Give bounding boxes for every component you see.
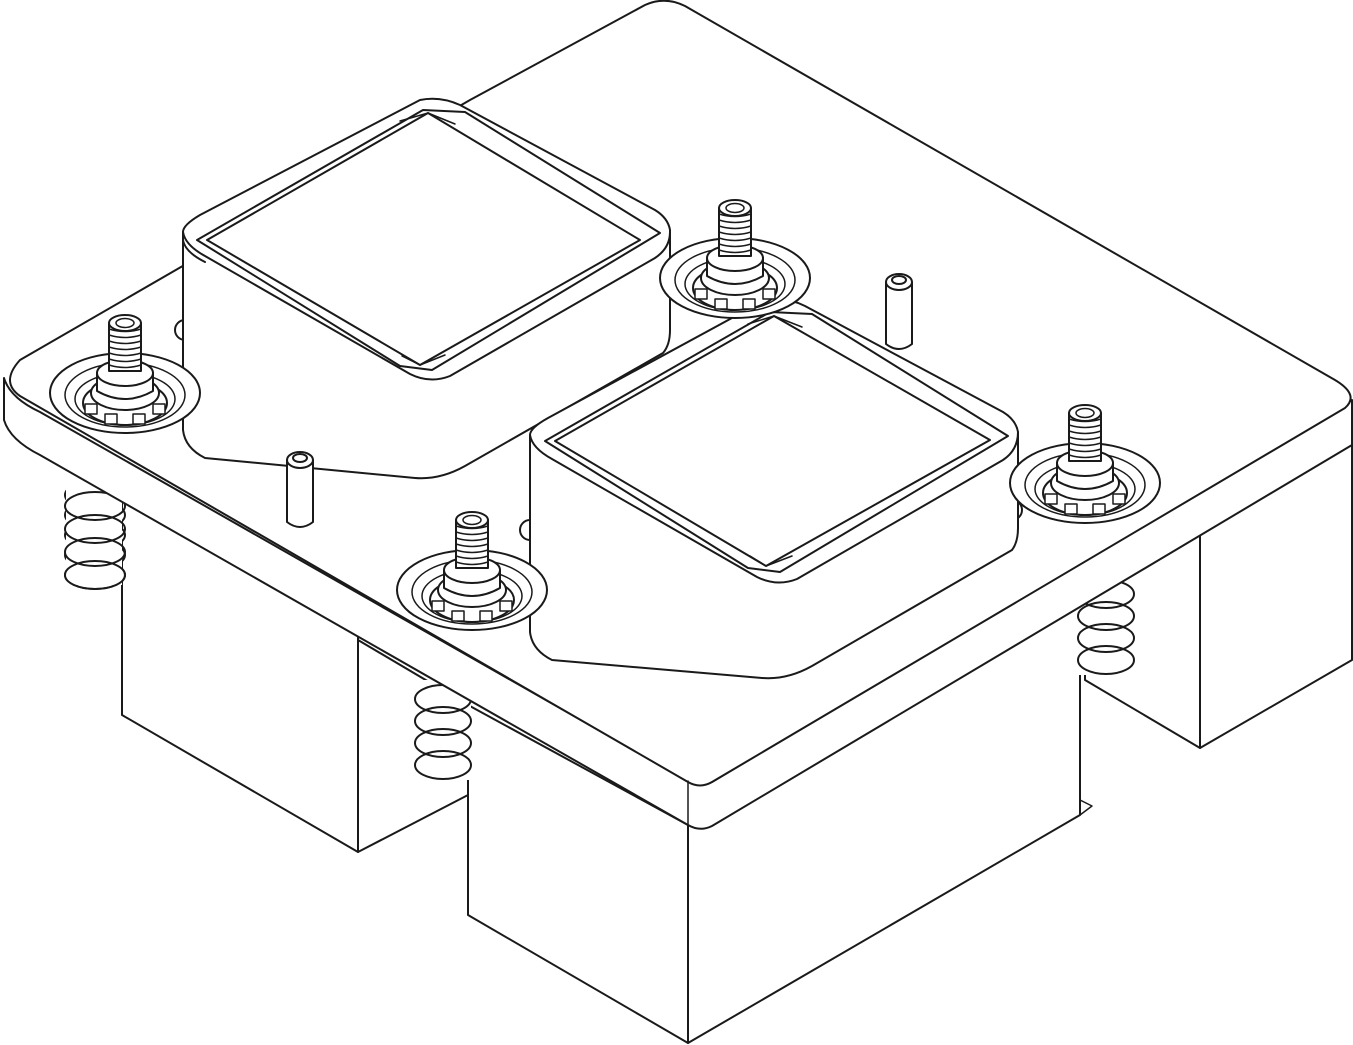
captive-screw-right (1009, 404, 1161, 524)
processor-die-upper-left (196, 109, 661, 371)
alignment-pin-right (885, 273, 913, 350)
spring-left (64, 480, 126, 590)
captive-screw-bottom (396, 511, 548, 631)
alignment-pin-left (286, 451, 314, 528)
captive-screw-top (659, 199, 811, 319)
captive-screw-left (49, 314, 201, 434)
